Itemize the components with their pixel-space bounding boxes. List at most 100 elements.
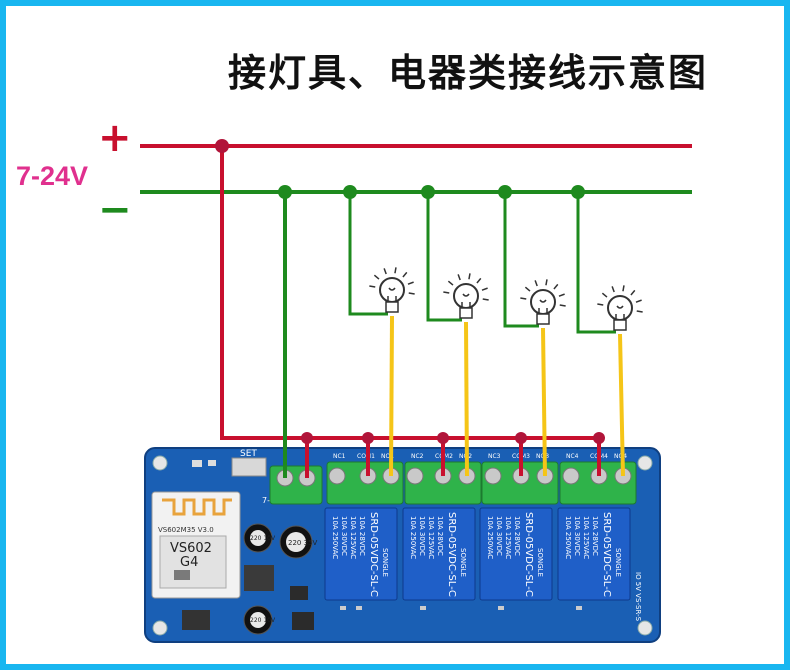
lamp-negative-wire xyxy=(503,192,539,328)
capacitor-text: 220 35V xyxy=(288,539,317,547)
capacitor: 220 35V xyxy=(279,525,317,559)
lamp-base xyxy=(385,301,399,313)
lamp-ray xyxy=(597,303,604,306)
lamp-ray xyxy=(443,291,450,294)
junction-dot xyxy=(571,185,585,199)
relay-rating-text: 10A 28VDC xyxy=(436,516,444,556)
junction-dot xyxy=(593,432,605,444)
relay-rating-text: 10A 125VAC xyxy=(582,516,590,559)
lamp-ray xyxy=(601,292,608,298)
lamp-filament xyxy=(461,293,471,308)
relay-model-text: SRD-05VDC-SL-C xyxy=(601,512,612,597)
relay-rating-text: 10A 125VAC xyxy=(504,516,512,559)
lamp-ray xyxy=(369,285,376,288)
lamp-ray xyxy=(636,310,643,313)
negative-symbol: − xyxy=(98,187,132,233)
relay-rating-text: 10A 28VDC xyxy=(591,516,599,556)
lamp-icon xyxy=(443,273,489,319)
lamp-base xyxy=(613,319,627,331)
junction-dot xyxy=(498,185,512,199)
lamps xyxy=(369,267,643,331)
set-button xyxy=(231,457,267,477)
load-wire xyxy=(464,321,469,477)
lamp-ray xyxy=(524,286,531,292)
load-wire xyxy=(541,327,547,477)
load-wire xyxy=(389,315,394,477)
positive-feed-wire xyxy=(220,146,600,440)
relay-rating-text: 10A 250VAC xyxy=(331,516,339,559)
relay-rating-text: 10A 30VDC xyxy=(418,516,426,556)
channel-label: NO1 xyxy=(381,453,394,460)
lamp-ray xyxy=(402,271,408,278)
lamp-ray xyxy=(559,304,566,307)
set-label: SET xyxy=(240,449,257,459)
lamp-negative-wire xyxy=(576,192,616,334)
module-version-text: G4 xyxy=(180,555,198,570)
junction-dot xyxy=(278,185,292,199)
relay-brand-text: SONGLE xyxy=(614,548,622,577)
channel-label: NC4 xyxy=(566,453,579,460)
lamp-icon xyxy=(520,279,566,325)
relay-board: VS602M35 V3.0 VS602 G4 SET 7-24V 220 35V xyxy=(144,447,661,643)
lamp-ray xyxy=(545,279,548,286)
lamp-icon xyxy=(597,285,643,331)
junction-dot xyxy=(515,432,527,444)
lamp-ray xyxy=(622,285,625,292)
relay-model-text: SRD-05VDC-SL-C xyxy=(446,512,457,597)
relay-rating-text: 10A 250VAC xyxy=(409,516,417,559)
relay-rating-text: 10A 125VAC xyxy=(349,516,357,559)
relay-rating-text: 10A 28VDC xyxy=(358,516,366,556)
lamp-icon xyxy=(369,267,415,313)
module-model-text: VS602M35 V3.0 xyxy=(158,526,214,534)
voltage-label: 7-24V xyxy=(16,161,89,191)
terminal-screw xyxy=(406,467,424,485)
terminal-screw xyxy=(484,467,502,485)
wifi-module: VS602M35 V3.0 VS602 G4 xyxy=(151,491,241,599)
channel-wires xyxy=(343,185,625,477)
lamp-ray xyxy=(468,273,471,280)
relay xyxy=(479,507,553,601)
relay-rating-text: 10A 30VDC xyxy=(495,516,503,556)
module-name-text: VS602 xyxy=(170,541,212,556)
capacitor-text: 220 10V xyxy=(250,535,276,542)
junction-dot xyxy=(437,432,449,444)
lamp-ray xyxy=(394,267,397,274)
load-wire xyxy=(618,333,625,477)
junction-dot xyxy=(215,139,229,153)
page-title: 接灯具、电器类接线示意图 xyxy=(228,51,709,95)
relay-model-text: SRD-05VDC-SL-C xyxy=(368,512,379,597)
lamp-ray xyxy=(534,280,538,287)
relay-rating-text: 10A 30VDC xyxy=(340,516,348,556)
relay-rating-text: 10A 125VAC xyxy=(427,516,435,559)
relay-brand-text: SONGLE xyxy=(381,548,389,577)
terminal-screw xyxy=(562,467,580,485)
relay-brand-text: SONGLE xyxy=(459,548,467,577)
junction-dot xyxy=(343,185,357,199)
lamp-ray xyxy=(520,297,527,300)
mount-hole xyxy=(637,455,653,471)
lamp-ray xyxy=(635,299,642,303)
junction-dot xyxy=(301,432,313,444)
lamp-ray xyxy=(611,286,615,293)
lamp-ray xyxy=(457,274,461,281)
lamp-base xyxy=(536,313,550,325)
power-terminal xyxy=(269,465,323,505)
wiring-diagram: VS602M35 V3.0 VS602 G4 SET 7-24V 220 35V xyxy=(140,139,692,643)
mount-hole xyxy=(152,620,168,636)
capacitor-text: 220 10V xyxy=(250,617,276,624)
relay xyxy=(557,507,631,601)
board-edge-label: IO 5V VS-SR-S xyxy=(634,572,642,622)
relay-model-text: SRD-05VDC-SL-C xyxy=(523,512,534,597)
capacitor: 220 10V xyxy=(243,605,276,635)
lamp-ray xyxy=(476,277,482,284)
lamp-ray xyxy=(447,280,454,286)
lamp-ray xyxy=(630,289,636,296)
lamp-ray xyxy=(383,268,387,275)
relay-rating-text: 10A 250VAC xyxy=(564,516,572,559)
inductor xyxy=(244,565,274,591)
lamp-ray xyxy=(481,287,488,291)
channel-label: NO3 xyxy=(536,453,549,460)
lamp-base xyxy=(459,307,473,319)
